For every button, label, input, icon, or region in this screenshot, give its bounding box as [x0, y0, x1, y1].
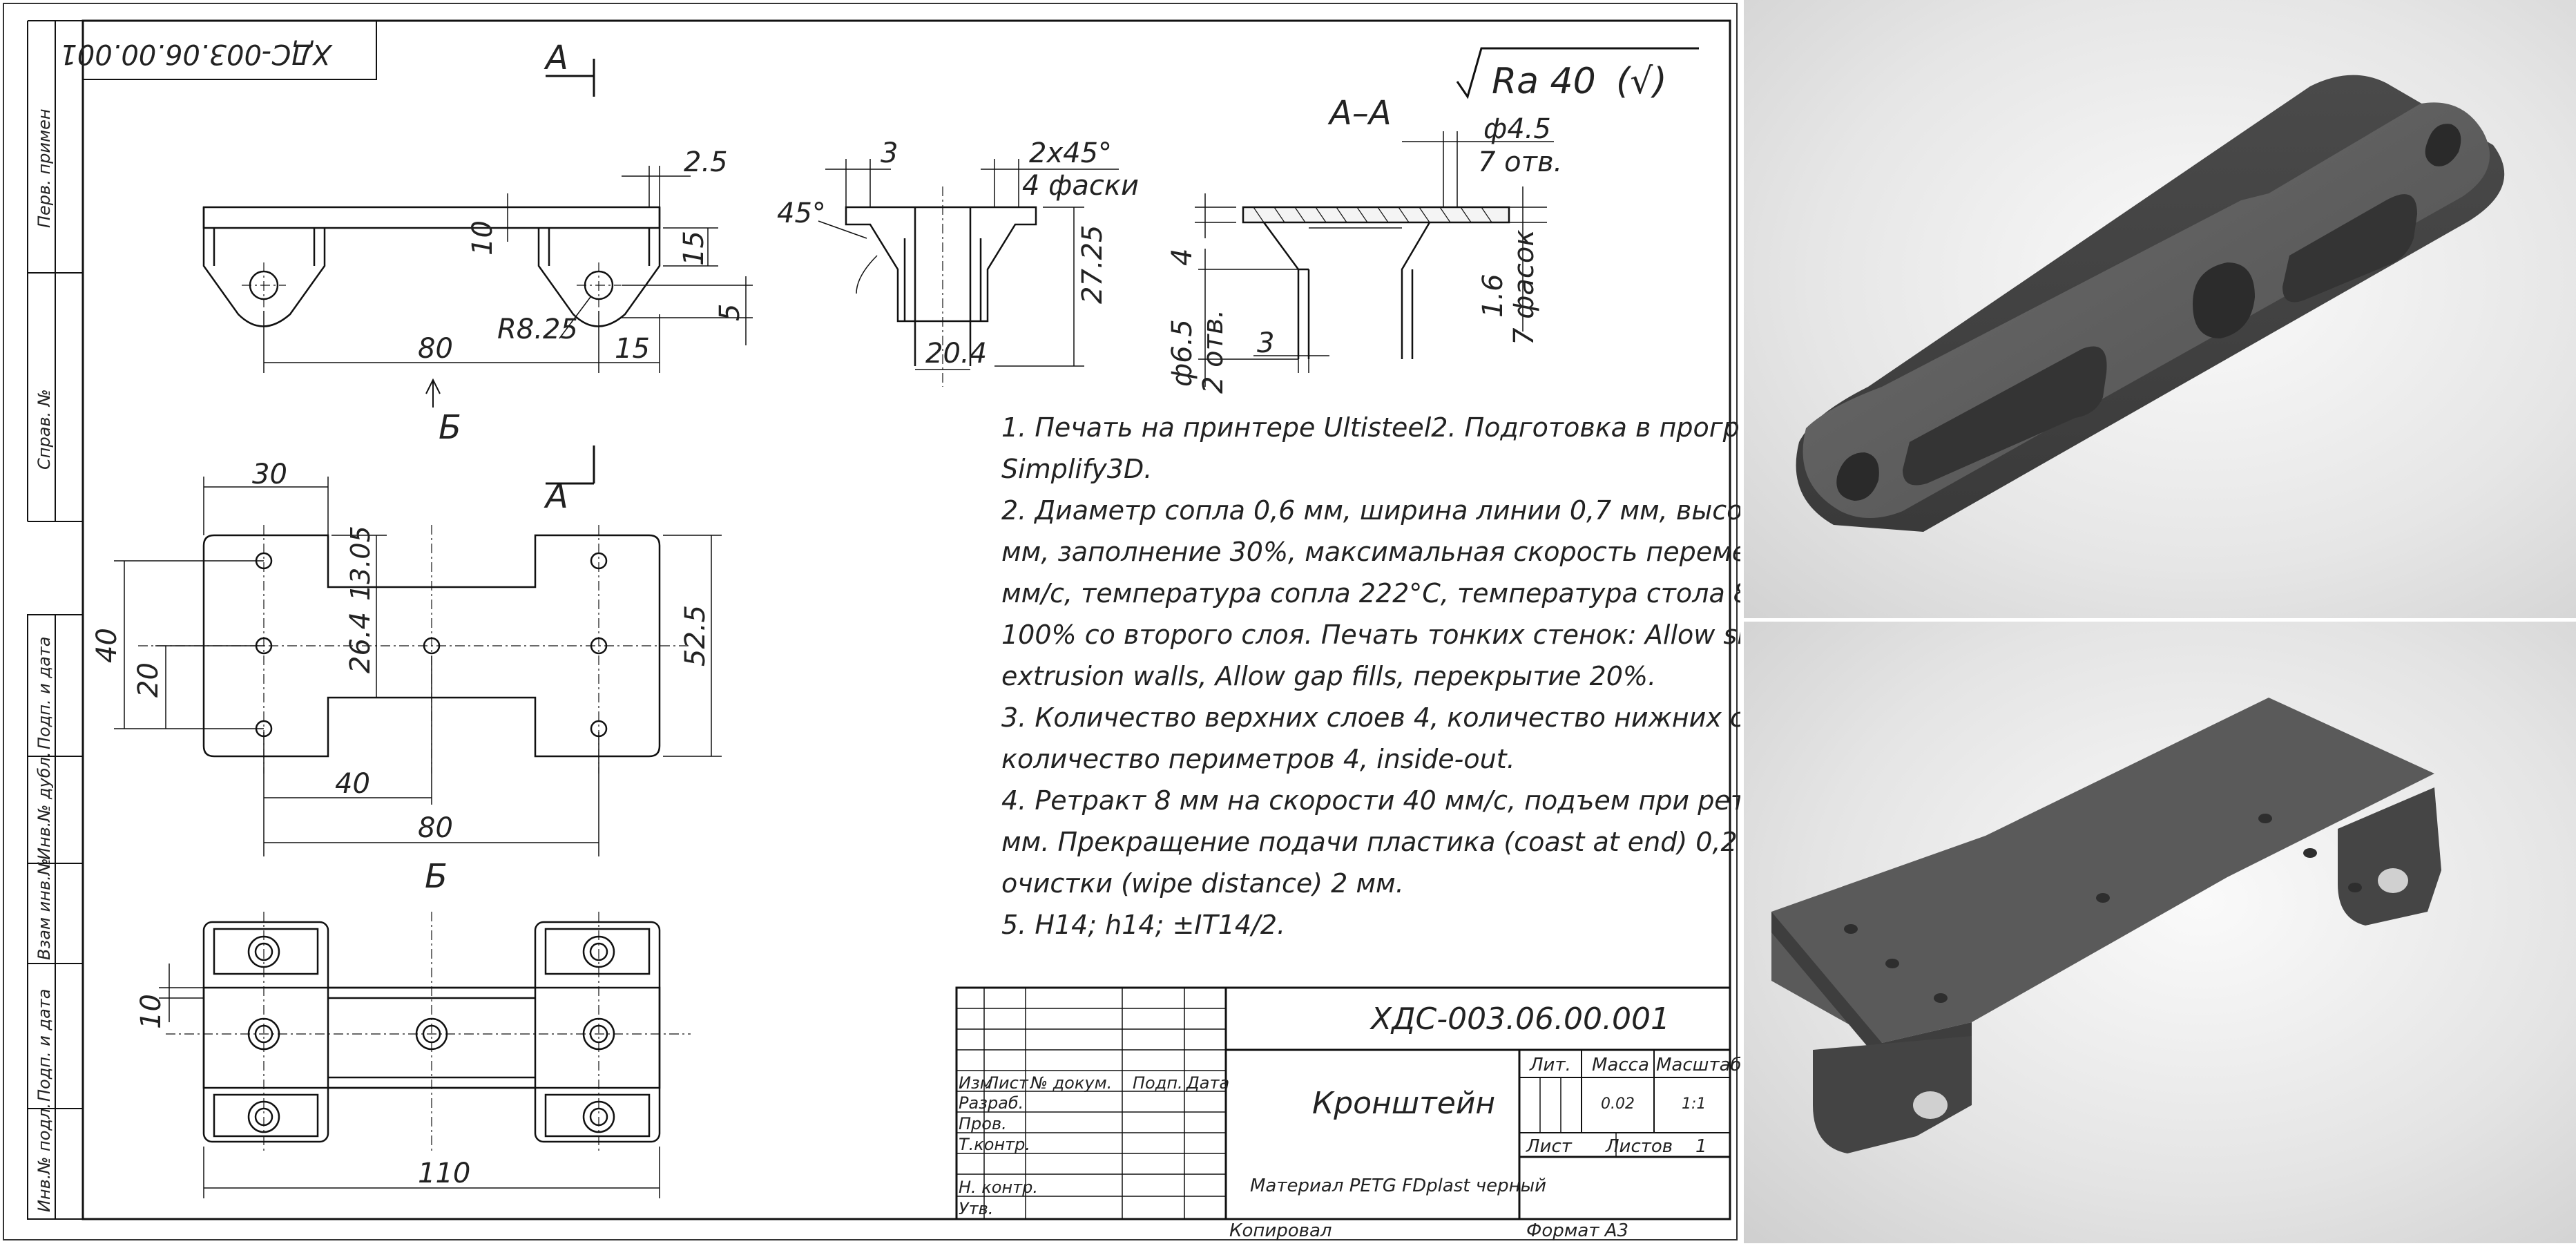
- dim-20-vertical: 20: [133, 662, 164, 698]
- render-top-view: [1744, 622, 2576, 1243]
- code-box: ХДС-003.06.00.001: [59, 20, 377, 80]
- dim-phi4_5: ф4.5: [1483, 113, 1551, 145]
- title-scale-value: 1:1: [1682, 1095, 1706, 1113]
- title-lit: Лит.: [1529, 1055, 1571, 1075]
- section-aa: А–А ф4.5 7 отв. 4 1.6 7 ф: [1166, 94, 1562, 394]
- roughness-text: Ra 40: [1492, 61, 1596, 102]
- note-line-11: мм. Прекращение подачи пластика (coast a…: [1001, 827, 1740, 857]
- side-view: 3 2x45° 4 фаски 45° 27.25 20.4: [777, 137, 1139, 387]
- render-iso-view: [1744, 0, 2576, 618]
- title-mass-value: 0.02: [1601, 1095, 1635, 1113]
- dim-phi6_5: ф6.5: [1166, 319, 1198, 387]
- side-label-1: Перв. примен: [35, 108, 54, 228]
- title-code: ХДС-003.06.00.001: [1369, 1001, 1670, 1037]
- roughness-paren: (√): [1616, 61, 1667, 102]
- note-line-3: 2. Диаметр сопла 0,6 мм, ширина линии 0,…: [1001, 495, 1740, 526]
- side-label-3: Подп. и дата: [35, 637, 54, 750]
- title-sheets-value: 1: [1695, 1136, 1707, 1157]
- technical-notes: 1. Печать на принтере Ultisteel2. Подгот…: [1001, 412, 1740, 940]
- note-line-12: очистки (wipe distance) 2 мм.: [1001, 868, 1404, 899]
- title-mass: Масса: [1592, 1055, 1649, 1075]
- dim-r8_25: R8.25: [497, 314, 578, 345]
- note-line-7: extrusion walls, Allow gap fills, перекр…: [1001, 661, 1656, 691]
- note-line-1: 1. Печать на принтере Ultisteel2. Подгот…: [1001, 412, 1740, 443]
- dim-chamfer7: 7 фасок: [1508, 230, 1540, 346]
- code-rotated: ХДС-003.06.00.001: [59, 38, 333, 70]
- dim-40-vertical: 40: [91, 628, 123, 663]
- dim-52_5: 52.5: [680, 605, 711, 667]
- view-mark-b2: Б: [425, 857, 448, 896]
- row-utv: Утв.: [959, 1199, 993, 1218]
- dim-27_25: 27.25: [1077, 224, 1108, 304]
- note-line-2: Simplify3D.: [1001, 454, 1152, 484]
- note-line-9: количество периметров 4, inside-out.: [1001, 744, 1515, 774]
- dim-80-front: 80: [418, 333, 453, 365]
- bottom-view: 10 110: [135, 912, 691, 1198]
- side-label-5: Взам инв.№: [35, 858, 54, 960]
- note-line-4: мм, заполнение 30%, максимальная скорост…: [1001, 537, 1740, 567]
- note-line-5: мм/с, температура сопла 222°С, температу…: [1001, 578, 1740, 608]
- col-izm: Изм: [959, 1073, 992, 1093]
- view-mark-b1: Б: [439, 408, 461, 447]
- dim-13_05: 13.05: [345, 526, 376, 601]
- dim-40-horizontal: 40: [335, 768, 370, 800]
- row-nkontr: Н. контр.: [959, 1178, 1038, 1197]
- col-list: Лист: [986, 1073, 1029, 1093]
- bracket-render-iso: [1796, 75, 2505, 533]
- title-block: Изм Лист № докум. Подп. Дата Разраб. Про…: [955, 986, 1740, 1241]
- dim-26_4: 26.4: [345, 612, 376, 673]
- note-line-8: 3. Количество верхних слоев 4, количеств…: [1001, 702, 1740, 733]
- dim-10-bottom: 10: [135, 994, 167, 1029]
- dim-20_4: 20.4: [925, 338, 987, 370]
- copied-label: Копировал: [1229, 1220, 1332, 1241]
- front-view: А: [202, 39, 753, 447]
- dim-4-section: 4: [1166, 249, 1198, 266]
- side-label-4: Инв.№ дубл.: [35, 751, 54, 860]
- col-doc: № докум.: [1029, 1073, 1112, 1093]
- note-line-10: 4. Ретракт 8 мм на скорости 40 мм/с, под…: [1001, 785, 1740, 816]
- section-label: А–А: [1327, 94, 1392, 133]
- dim-15-right: 15: [678, 231, 710, 266]
- dim-80-top: 80: [418, 812, 453, 844]
- dim-30: 30: [252, 459, 287, 490]
- roughness-symbol: Ra 40 (√): [1456, 47, 1699, 102]
- dim-1_6: 1.6: [1477, 274, 1509, 318]
- format-label: Формат А3: [1526, 1220, 1628, 1241]
- note-line-6: 100% со второго слоя. Печать тонких стен…: [1001, 620, 1740, 650]
- dim-15-front: 15: [615, 333, 650, 365]
- row-tkontr: Т.контр.: [959, 1135, 1030, 1154]
- title-sheet: Лист: [1526, 1136, 1573, 1157]
- side-label-7: Инв.№ подл.: [35, 1103, 54, 1212]
- col-sign: Подп.: [1133, 1073, 1183, 1093]
- title-scale: Масштаб: [1656, 1055, 1740, 1075]
- note-line-13: 5. Н14; h14; ±IT14/2.: [1001, 910, 1285, 940]
- side-strip: Перв. примен Справ. № Подп. и дата Инв.№…: [27, 20, 84, 1220]
- dim-10-front: 10: [467, 220, 499, 256]
- dim-5: 5: [714, 304, 746, 321]
- title-name: Кронштейн: [1312, 1086, 1495, 1121]
- row-prov: Пров.: [959, 1114, 1007, 1133]
- side-label-6: Подп. и дата: [35, 989, 54, 1102]
- title-sheets: Листов: [1605, 1136, 1673, 1157]
- engineering-drawing: Перв. примен Справ. № Подп. и дата Инв.№…: [3, 3, 1740, 1241]
- title-material: Материал PETG FDplast черный: [1250, 1176, 1546, 1196]
- dim-holes2: 2 отв.: [1198, 309, 1229, 394]
- dim-110: 110: [418, 1158, 470, 1189]
- dim-chamfer-count: 4 фаски: [1022, 170, 1139, 202]
- side-label-2: Справ. №: [35, 389, 54, 470]
- dim-holes7: 7 отв.: [1478, 146, 1562, 178]
- row-razrab: Разраб.: [959, 1093, 1023, 1113]
- section-mark-a1: А: [544, 39, 568, 77]
- dim-3-section: 3: [1257, 327, 1274, 359]
- dim-chamfer: 2x45°: [1029, 137, 1112, 169]
- dim-45: 45°: [777, 198, 826, 229]
- bracket-render-top: [1771, 698, 2441, 1153]
- dim-3-side: 3: [881, 137, 898, 169]
- dim-2_5: 2.5: [684, 146, 728, 178]
- col-date: Дата: [1186, 1073, 1229, 1093]
- top-view: А 30 40: [91, 445, 722, 896]
